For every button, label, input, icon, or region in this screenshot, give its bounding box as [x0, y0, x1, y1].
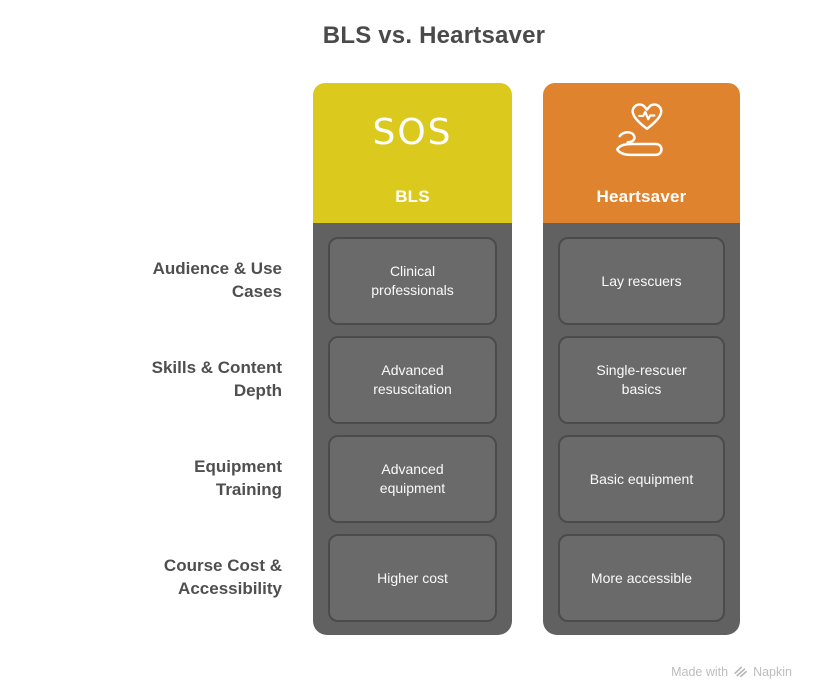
row-label-text: Audience & Use Cases [152, 259, 282, 301]
bls-header: SOS BLS [313, 83, 512, 223]
cell-bls-cost: Higher cost [328, 534, 497, 622]
row-label-equipment: Equipment Training [60, 435, 282, 523]
row-label-text: Skills & Content Depth [151, 358, 282, 400]
cell-text: Higher cost [377, 569, 448, 586]
cell-heartsaver-cost: More accessible [558, 534, 725, 622]
sos-text-icon: SOS [372, 93, 452, 171]
row-label-text: Course Cost & Accessibility [163, 556, 282, 598]
cell-bls-equipment: Advanced equipment [328, 435, 497, 523]
row-label-text: Equipment Training [194, 457, 282, 499]
cell-text: More accessible [590, 569, 693, 586]
row-label-audience: Audience & Use Cases [60, 237, 282, 325]
bls-column-title: BLS [395, 187, 430, 206]
bls-column-body: Clinical professionals Advanced resuscit… [313, 223, 512, 635]
column-bls: SOS BLS Clinical professionals Advanced … [313, 83, 512, 635]
cell-heartsaver-skills: Single-rescuer basics [558, 336, 725, 424]
heartsaver-column-body: Lay rescuers Single-rescuer basics Basic… [543, 223, 740, 635]
row-label-skills: Skills & Content Depth [60, 336, 282, 424]
cell-heartsaver-audience: Lay rescuers [558, 237, 725, 325]
heart-in-hand-icon [609, 93, 675, 171]
napkin-attribution[interactable]: Made with Napkin [671, 664, 792, 679]
heartsaver-column-title: Heartsaver [596, 187, 687, 206]
cell-bls-skills: Advanced resuscitation [328, 336, 497, 424]
row-labels-column: Audience & Use Cases Skills & Content De… [60, 83, 282, 622]
comparison-grid: Audience & Use Cases Skills & Content De… [60, 83, 740, 635]
made-with-label: Made with [671, 664, 729, 679]
sos-icon-text: SOS [372, 111, 453, 153]
napkin-brand-label: Napkin [753, 664, 792, 679]
cell-text: Clinical professionals [371, 263, 454, 298]
cell-text: Advanced equipment [379, 461, 446, 496]
page-title: BLS vs. Heartsaver [322, 22, 546, 49]
cell-text: Lay rescuers [601, 272, 682, 289]
heartsaver-header: Heartsaver [543, 83, 740, 223]
row-label-cost: Course Cost & Accessibility [60, 534, 282, 622]
cell-heartsaver-equipment: Basic equipment [558, 435, 725, 523]
cell-bls-audience: Clinical professionals [328, 237, 497, 325]
cell-text: Advanced resuscitation [373, 362, 452, 397]
cell-text: Single-rescuer basics [596, 362, 687, 397]
column-heartsaver: Heartsaver Lay rescuers Single-rescuer b… [543, 83, 740, 635]
napkin-logo-icon [734, 666, 748, 678]
cell-text: Basic equipment [589, 470, 694, 487]
